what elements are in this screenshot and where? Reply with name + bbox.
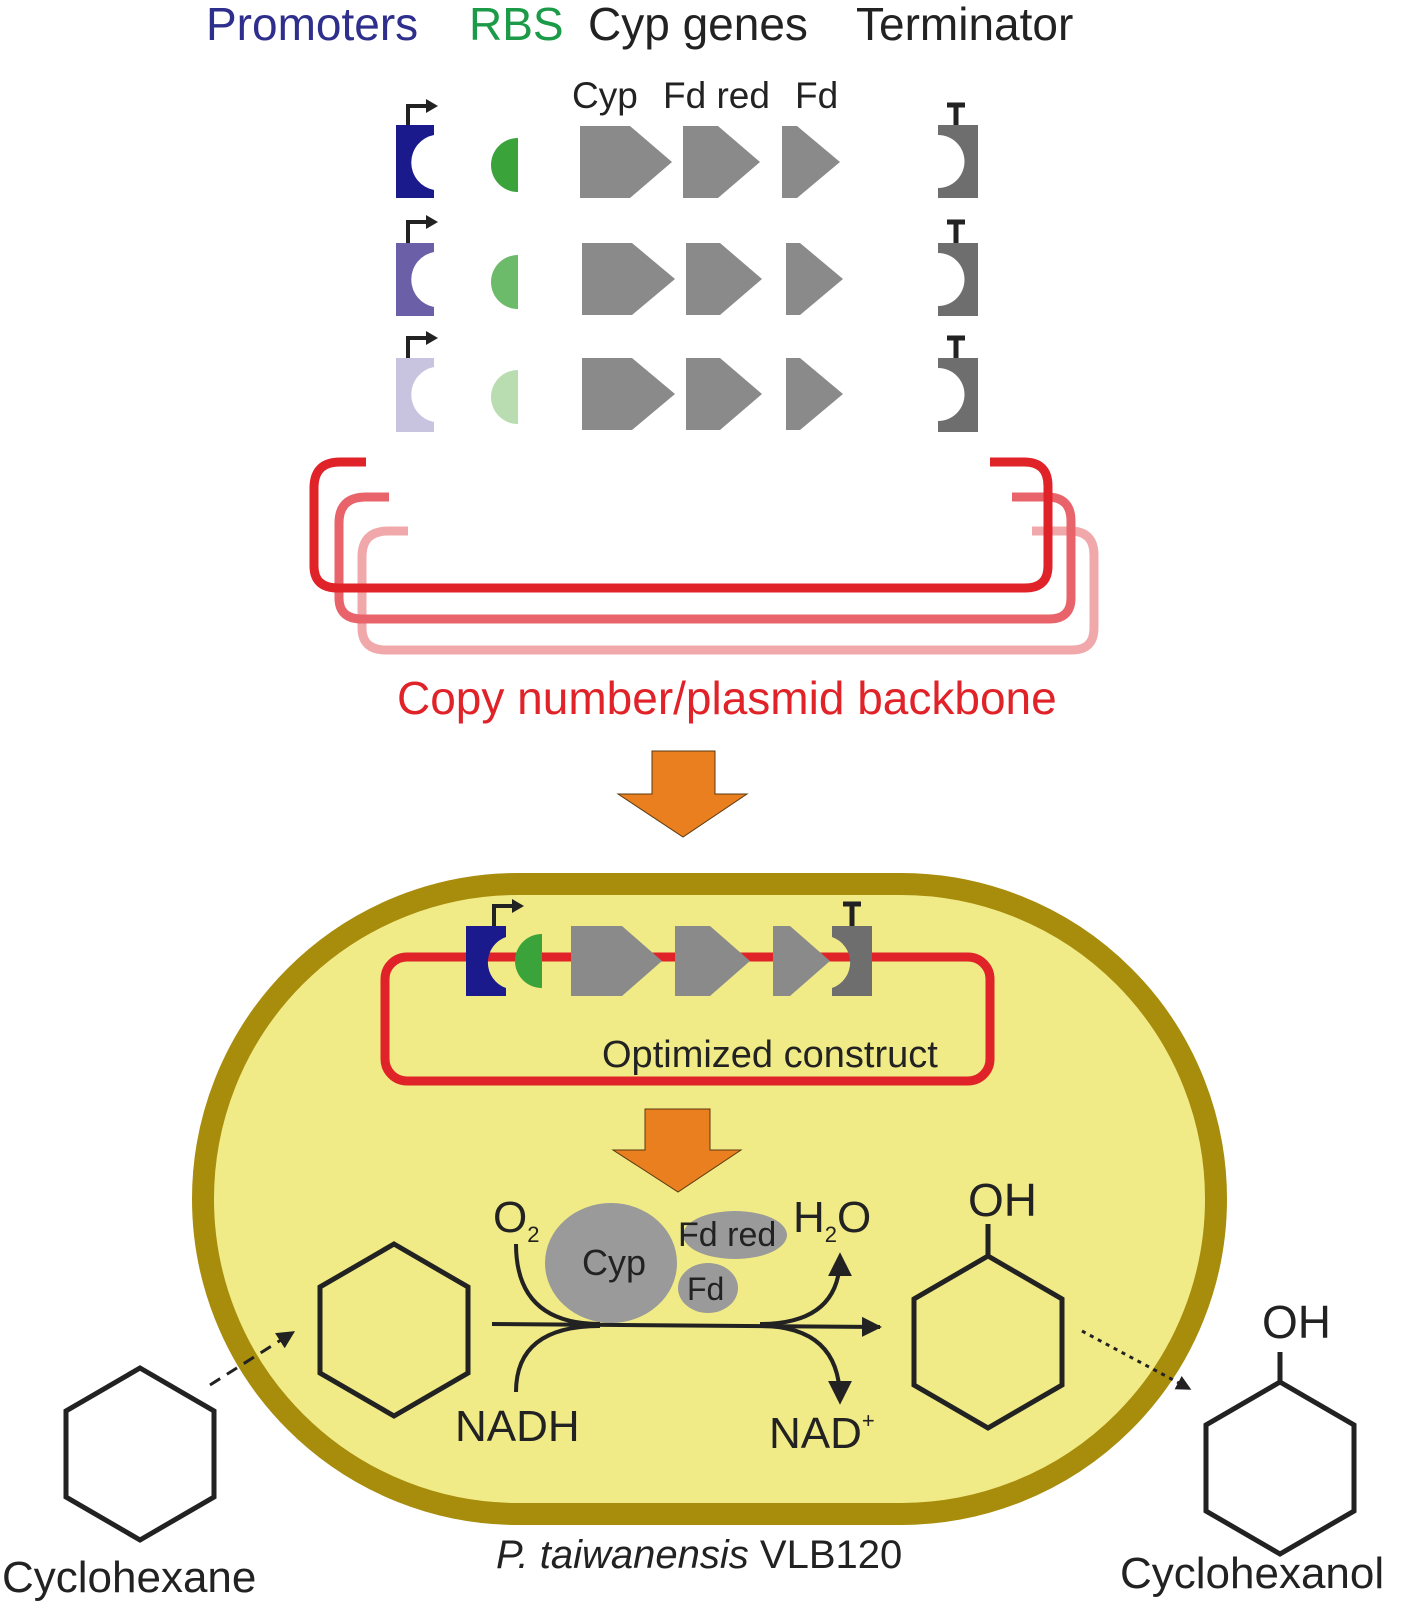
gene-fd-red-icon (675, 926, 750, 996)
legend-terminator: Terminator (856, 0, 1073, 50)
nadh-label: NADH (455, 1402, 580, 1451)
gene-label-fd-red: Fd red (663, 75, 770, 116)
gene-cyp-icon (582, 358, 675, 430)
legend-cyp-genes: Cyp genes (588, 0, 808, 50)
terminator-icon (938, 125, 978, 198)
o2-curve (514, 1243, 601, 1326)
enzyme-fd-red (683, 1211, 787, 1259)
construct-row-weak (396, 329, 978, 432)
organism-label: P. taiwanensis VLB120 (496, 1533, 902, 1577)
gene-fd-icon (782, 126, 840, 198)
terminator-icon (938, 243, 978, 316)
promoter-strong-icon (396, 125, 434, 198)
optimized-construct: Optimized construct (380, 897, 995, 1086)
nad-curve (759, 1324, 852, 1405)
construct-row-strong (396, 97, 978, 198)
legend-rbs: RBS (469, 0, 564, 50)
backbone-3 (357, 526, 1099, 655)
rbs-weak-icon (491, 370, 518, 424)
gene-fd-icon (786, 243, 843, 315)
gene-fd-icon (786, 358, 843, 430)
rbs-strong-icon (491, 138, 518, 192)
terminator-icon (832, 926, 872, 996)
enzyme-cyp (545, 1203, 677, 1323)
nadh-curve (514, 1324, 601, 1393)
uptake-arrow (209, 1331, 296, 1387)
gene-cyp-icon (582, 243, 675, 315)
gene-label-fd: Fd (795, 75, 838, 116)
product-oh-label: OH (1262, 1296, 1331, 1348)
product-label: Cyclohexanol (1120, 1549, 1384, 1598)
construct-row-medium (396, 213, 978, 316)
reaction-labels: O2 H2O NADH NAD+ (455, 1193, 875, 1458)
export-arrow (1081, 1329, 1192, 1391)
promoter-icon (466, 926, 506, 996)
substrate-label: Cyclohexane (2, 1553, 256, 1602)
cell-body (192, 873, 1227, 1525)
enzyme-fd-red-label: Fd red (678, 1216, 776, 1254)
reaction-arrows (491, 1243, 882, 1405)
h2o-curve (759, 1252, 852, 1326)
cyclohexane-inside-structure (317, 1241, 471, 1419)
gene-fd-red-icon (686, 243, 762, 315)
gene-fd-red-icon (683, 126, 760, 198)
organism-strain: VLB120 (760, 1533, 902, 1577)
construct-label: Optimized construct (602, 1034, 938, 1076)
h2o-label: H2O (793, 1193, 871, 1247)
cyclohexanol-inside-structure: OH (911, 1174, 1065, 1431)
backbone-1 (309, 457, 1053, 593)
promoter-medium-icon (396, 243, 434, 316)
nad-label: NAD+ (769, 1408, 875, 1458)
enzyme-cyp-label: Cyp (582, 1242, 646, 1283)
o2-label: O2 (493, 1193, 539, 1247)
promoter-weak-icon (396, 358, 434, 432)
gene-cyp-icon (580, 126, 672, 198)
enzyme-complex: Cyp Fd red Fd (545, 1203, 787, 1323)
rbs-icon (515, 934, 542, 988)
down-arrow-icon (616, 750, 749, 838)
enzyme-fd-label: Fd (687, 1271, 724, 1307)
organism-species: P. taiwanensis (496, 1533, 749, 1577)
rbs-medium-icon (491, 255, 518, 309)
gene-label-cyp: Cyp (572, 75, 638, 116)
plasmid-backbones (309, 457, 1099, 655)
legend-promoters: Promoters (206, 0, 418, 50)
enzyme-fd (678, 1263, 738, 1313)
cyclohexane-outside-structure (63, 1365, 217, 1543)
main-reaction-arrow (491, 1316, 882, 1337)
cyclohexanol-outside-structure: OH (1203, 1296, 1357, 1557)
gene-labels: Cyp Fd red Fd (572, 75, 838, 116)
backbone-label: Copy number/plasmid backbone (397, 672, 1057, 724)
oh-inside-label: OH (968, 1174, 1037, 1226)
gene-fd-icon (773, 926, 830, 996)
gene-fd-red-icon (686, 358, 762, 430)
backbone-2 (334, 492, 1076, 624)
down-arrow-icon (611, 1108, 743, 1193)
terminator-icon (938, 358, 978, 432)
gene-cyp-icon (571, 926, 662, 996)
legend: Promoters RBS Cyp genes Terminator (206, 0, 1073, 50)
